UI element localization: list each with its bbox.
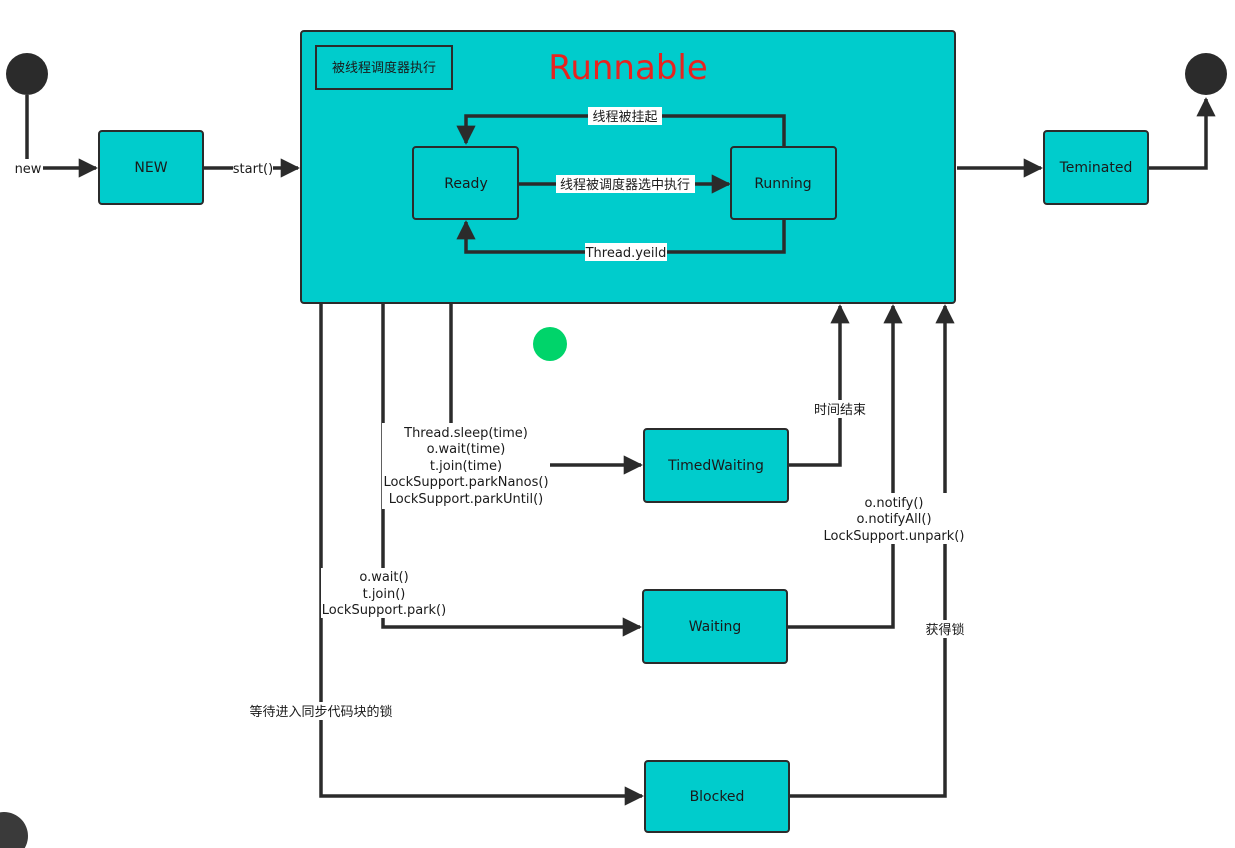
- notify-call-1: o.notify(): [865, 496, 924, 511]
- start-point: [6, 53, 48, 95]
- state-running-box: [730, 146, 837, 220]
- edge-to-end: [1149, 97, 1216, 170]
- edge-start-label: start(): [233, 162, 273, 177]
- edge-timed-calls: Thread.sleep(time) o.wait(time) t.join(t…: [383, 426, 548, 507]
- edge-timeout-label: 时间结束: [814, 403, 866, 418]
- edge-to-blocked: [319, 303, 644, 806]
- state-new-box: [98, 130, 204, 205]
- edge-wait-calls: o.wait() t.join() LockSupport.park(): [322, 570, 446, 618]
- edge-timed-back: [789, 304, 850, 467]
- timed-call-3: t.join(time): [430, 459, 502, 474]
- edge-suspend-label: 线程被挂起: [592, 110, 657, 125]
- edge-new-label: new: [15, 162, 42, 177]
- timed-call-5: LockSupport.parkUntil(): [389, 492, 543, 507]
- cursor-dot: [533, 327, 567, 361]
- state-new-label: NEW: [134, 160, 167, 176]
- runnable-tag: 被线程调度器执行: [332, 60, 436, 76]
- edge-wait-lock-label: 等待进入同步代码块的锁: [249, 704, 392, 720]
- edge-to-waiting: [381, 617, 642, 637]
- runnable-title: Runnable: [548, 48, 708, 88]
- wait-call-3: LockSupport.park(): [322, 603, 446, 618]
- state-terminated-box: [1043, 130, 1149, 205]
- edge-selected-label: 线程被调度器选中执行: [560, 177, 690, 193]
- notify-call-3: LockSupport.unpark(): [824, 529, 965, 544]
- state-waiting-label: Waiting: [689, 619, 742, 635]
- notify-call-2: o.notifyAll(): [856, 512, 931, 527]
- edge-get-lock-label: 获得锁: [925, 622, 964, 638]
- state-terminated-label: Teminated: [1059, 160, 1133, 176]
- avatar-corner: [0, 812, 28, 848]
- edge-blocked-back: [790, 304, 955, 798]
- timed-call-4: LockSupport.parkNanos(): [383, 475, 548, 490]
- state-running-label: Running: [754, 176, 811, 192]
- state-ready-label: Ready: [444, 176, 487, 192]
- timed-call-1: Thread.sleep(time): [403, 426, 528, 441]
- state-ready-box: [412, 146, 519, 220]
- edge-new: [25, 95, 98, 178]
- timed-call-2: o.wait(time): [427, 442, 506, 457]
- wait-call-1: o.wait(): [359, 570, 408, 585]
- state-timed-waiting-label: TimedWaiting: [667, 458, 764, 474]
- state-timed-waiting-box: [643, 428, 789, 503]
- state-waiting-box: [642, 589, 788, 664]
- state-blocked-label: Blocked: [690, 789, 745, 805]
- wait-call-2: t.join(): [363, 587, 406, 602]
- edge-yield-label: Thread.yeild: [585, 246, 667, 261]
- end-point: [1185, 53, 1227, 95]
- edge-waiting-back: [788, 304, 903, 629]
- state-blocked-box: [644, 760, 790, 833]
- runnable-tag-box: [315, 45, 453, 90]
- edge-notify-calls: o.notify() o.notifyAll() LockSupport.unp…: [824, 496, 965, 544]
